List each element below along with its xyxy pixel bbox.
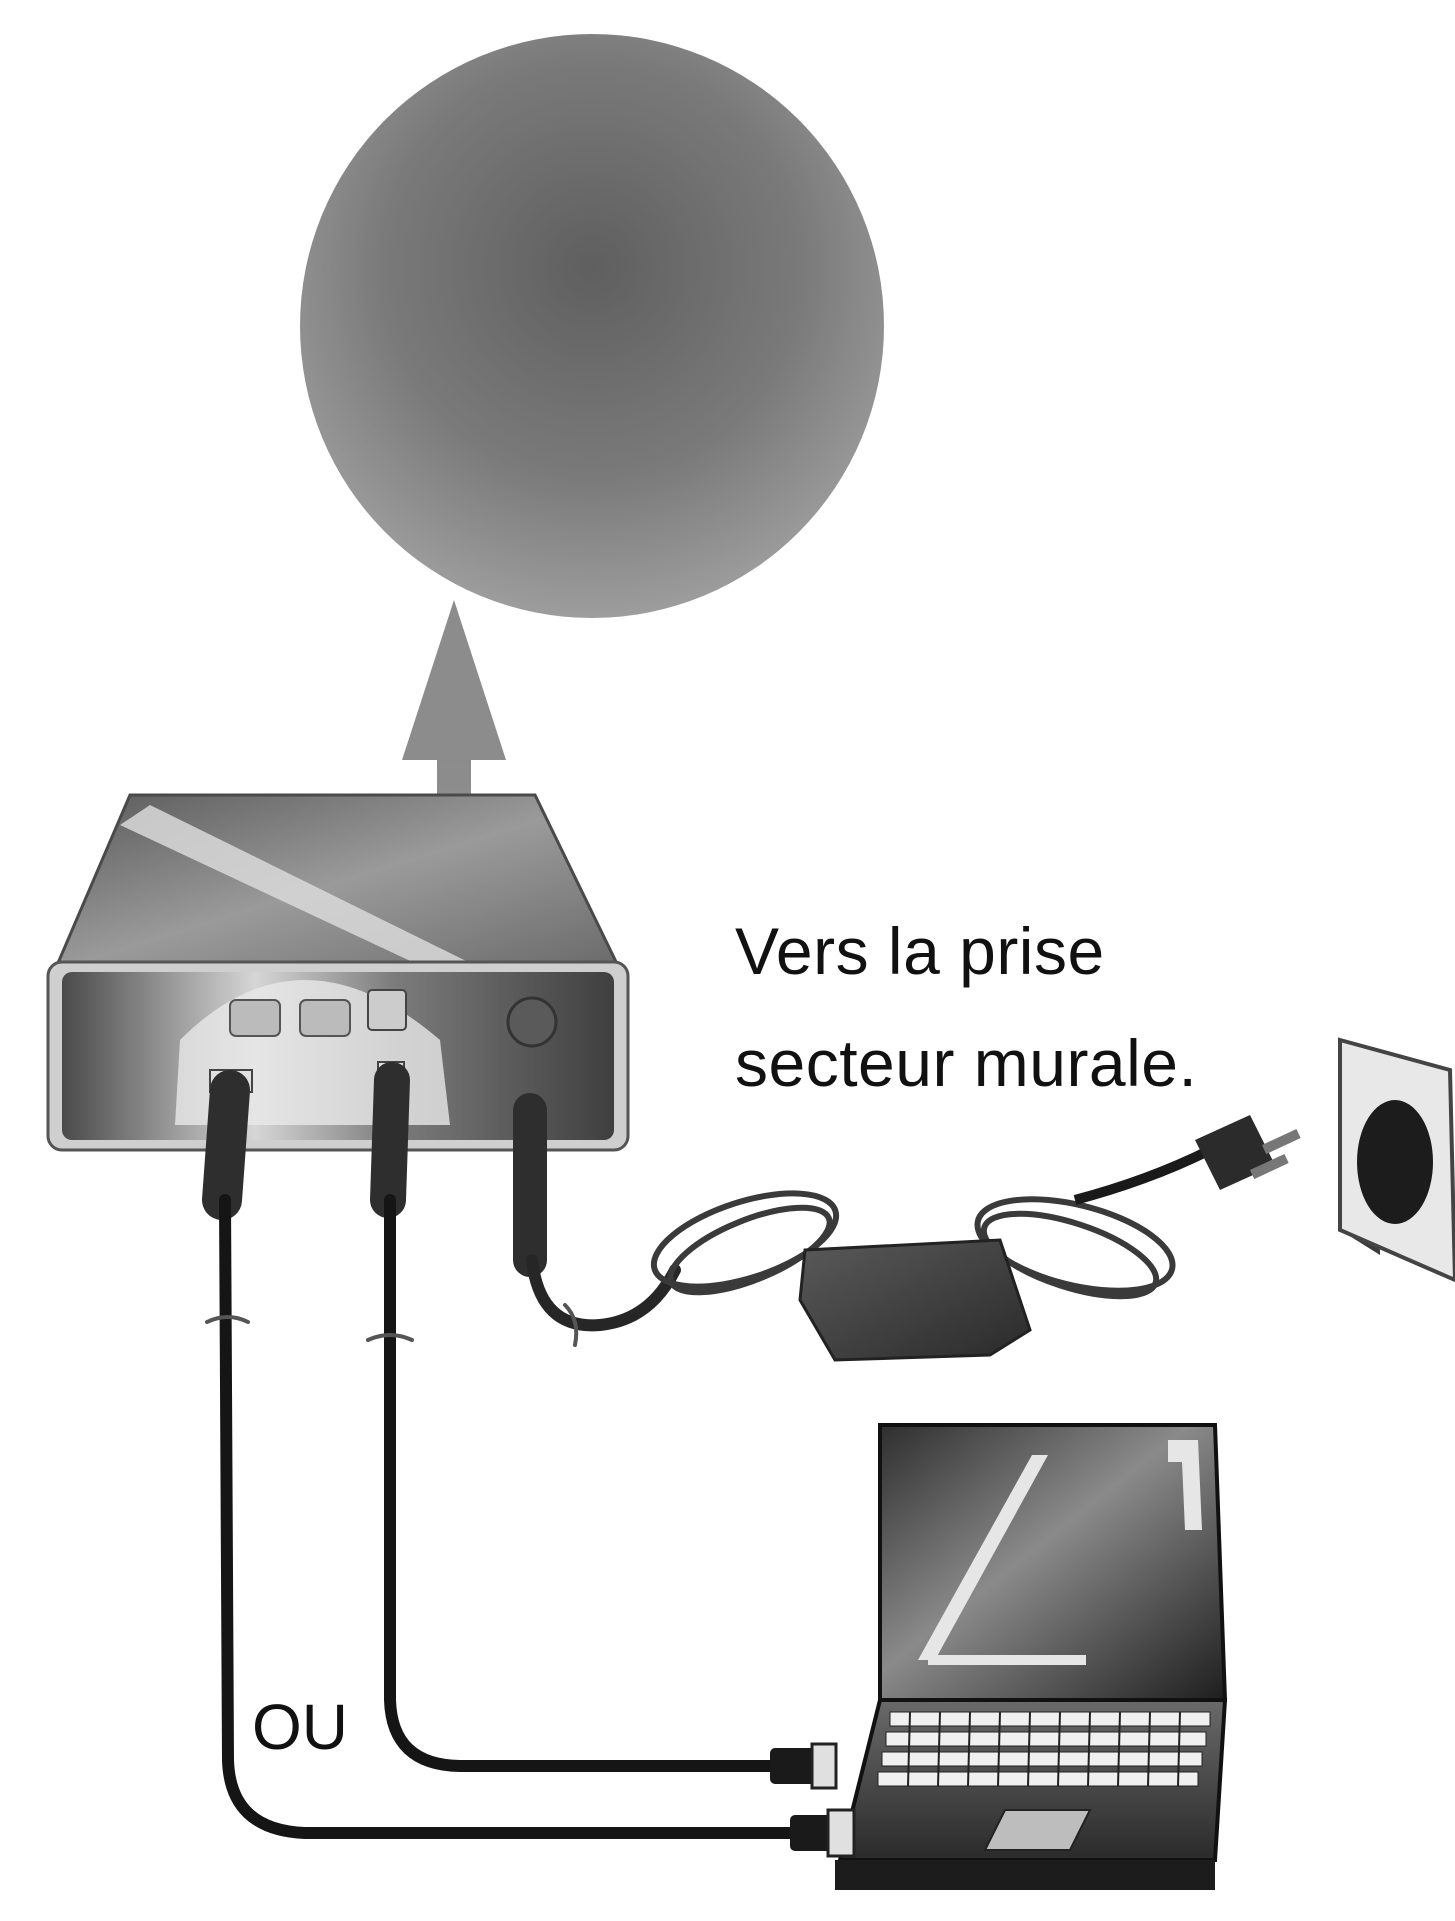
external-drive-icon bbox=[48, 795, 628, 1150]
laptop-icon bbox=[835, 1425, 1225, 1890]
wall-outlet-caption-line1: Vers la prise bbox=[735, 895, 1197, 1007]
power-adapter-icon bbox=[643, 1150, 1210, 1360]
or-label: OU bbox=[252, 1692, 348, 1762]
wall-outlet-caption-line2: secteur murale. bbox=[735, 1007, 1197, 1119]
usb-connector bbox=[790, 1810, 854, 1856]
wall-outlet-icon bbox=[1340, 1040, 1455, 1280]
firewire-connector bbox=[770, 1744, 836, 1788]
power-plug-icon bbox=[1195, 1115, 1301, 1190]
disc-icon bbox=[300, 34, 884, 618]
firewire-cable bbox=[368, 1080, 770, 1766]
wall-outlet-caption: Vers la prise secteur murale. bbox=[735, 895, 1197, 1119]
